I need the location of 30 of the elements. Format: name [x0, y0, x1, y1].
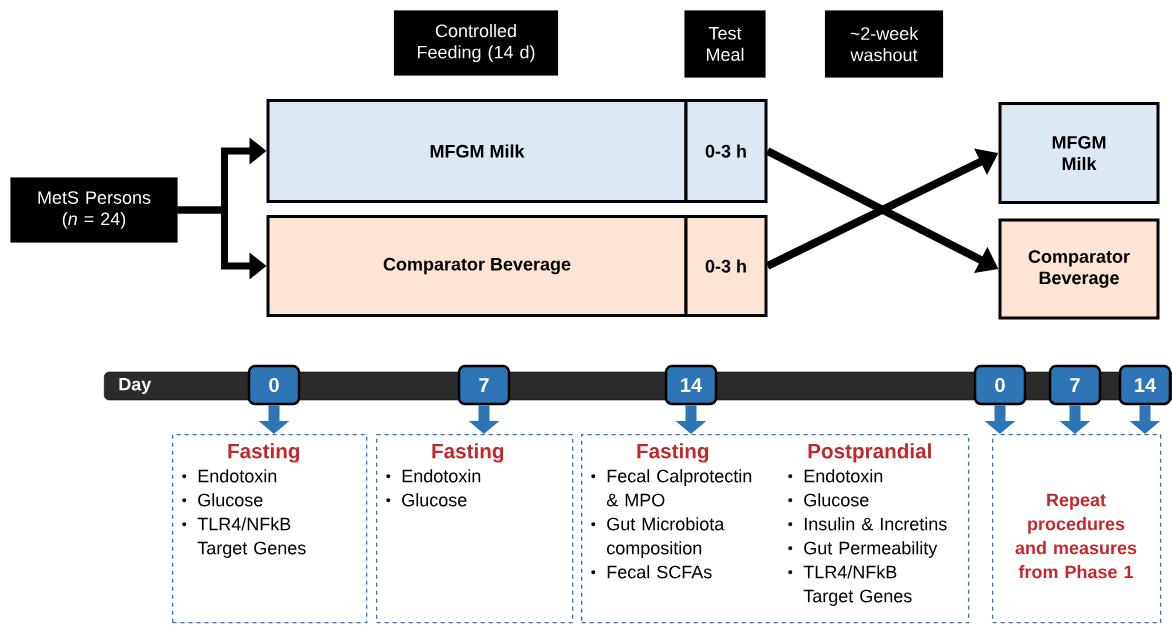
time-cell: 0-3 h: [684, 99, 768, 203]
measurement-box: [172, 434, 368, 624]
phase-label: Test Meal: [684, 10, 766, 78]
bullet-item: Glucose: [788, 493, 869, 507]
bullet-item: Gut Microbiota composition: [591, 517, 725, 558]
treatment-box: MFGM Milk: [998, 102, 1160, 204]
treatment-box: Comparator Beverage: [998, 218, 1160, 320]
measurement-box: [581, 434, 970, 624]
bullet-item: TLR4/NFkB Target Genes: [182, 517, 306, 558]
bullet-item: Endotoxin: [788, 469, 883, 483]
bullet-item: Fecal SCFAs: [591, 565, 712, 579]
participants-box: MetS Persons (n = 24): [10, 177, 178, 243]
bullet-item: Endotoxin: [182, 469, 277, 483]
bullet-item: Fecal Calprotectin & MPO: [591, 469, 752, 507]
measurement-box: [376, 434, 574, 624]
bullet-item: TLR4/NFkB Target Genes: [788, 565, 912, 606]
phase-label: Controlled Feeding (14 d): [393, 10, 559, 76]
section-heading: Postprandial: [808, 443, 931, 463]
bullet-item: Glucose: [182, 493, 263, 507]
bullet-item: Insulin & Incretins: [788, 517, 947, 531]
section-heading: Fasting: [228, 443, 300, 463]
bullet-item: Glucose: [386, 493, 467, 507]
time-cell: 0-3 h: [684, 215, 768, 317]
bullet-item: Endotoxin: [386, 469, 481, 483]
bullet-item: Gut Permeability: [788, 541, 938, 558]
note-text: Repeat procedures and measures from Phase 1: [1015, 493, 1137, 579]
section-heading: Fasting: [637, 443, 709, 463]
phase-label: ~2-week washout: [824, 10, 944, 78]
measurement-box: [992, 434, 1162, 624]
section-heading: Fasting: [432, 443, 504, 463]
